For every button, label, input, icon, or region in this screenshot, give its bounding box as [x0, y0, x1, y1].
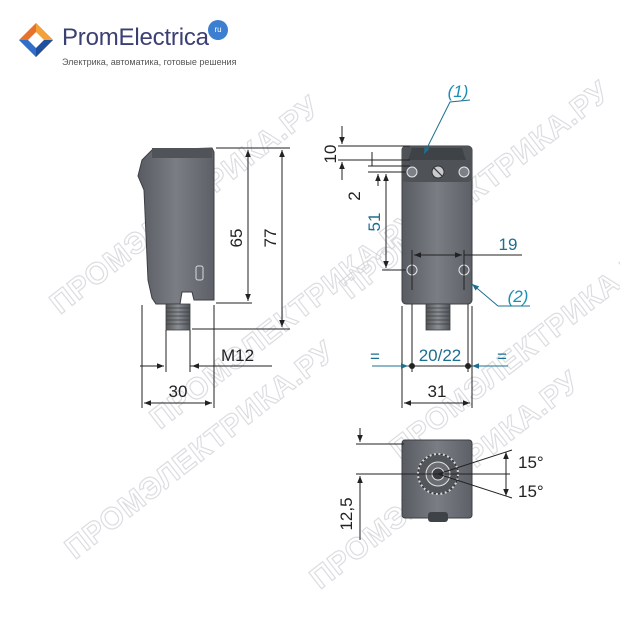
front-screw-left [406, 166, 418, 178]
callout-2: (2) [508, 287, 529, 306]
brand-tagline: Электрика, автоматика, готовые решения [62, 57, 237, 67]
side-view: 65 77 M12 30 [137, 147, 290, 408]
front-head-window [408, 148, 466, 160]
brand-name: PromElectrica [62, 24, 209, 51]
dim-front-10: 10 [321, 145, 340, 164]
equal-sign-left: = [370, 347, 380, 366]
bottom-view: 15° 15° 12,5 [337, 428, 544, 540]
front-view: 10 2 51 19 20/22 31 = = (1) (2) [321, 82, 530, 408]
side-body [137, 147, 215, 305]
brand-badge: ru [208, 20, 228, 40]
dim-front-19: 19 [499, 235, 518, 254]
dim-point-right [465, 363, 471, 369]
dim-point-left [409, 363, 415, 369]
side-cap [152, 148, 212, 158]
watermark-text: ПРОМЭЛЕКТРИКА.РУ [334, 75, 616, 306]
equal-sign-right: = [497, 347, 507, 366]
dim-front-2: 2 [345, 191, 364, 200]
dim-front-31: 31 [428, 382, 447, 401]
brand-logo: PromElectrica ru Электрика, автоматика, … [18, 20, 248, 72]
dim-bottom-12-5: 12,5 [337, 497, 356, 530]
bottom-tab [428, 512, 448, 522]
dim-side-m12: M12 [221, 346, 254, 365]
side-led [195, 265, 204, 281]
dim-front-51: 51 [365, 213, 384, 232]
brand-diamond-icon [19, 23, 53, 57]
dim-angle-bottom: 15° [518, 482, 544, 501]
dim-side-77: 77 [261, 229, 280, 248]
callout-1: (1) [448, 82, 469, 101]
front-screw-right [458, 166, 470, 178]
dim-angle-top: 15° [518, 453, 544, 472]
dim-side-65: 65 [227, 229, 246, 248]
dim-front-20-22: 20/22 [419, 346, 462, 365]
dim-side-30: 30 [169, 382, 188, 401]
